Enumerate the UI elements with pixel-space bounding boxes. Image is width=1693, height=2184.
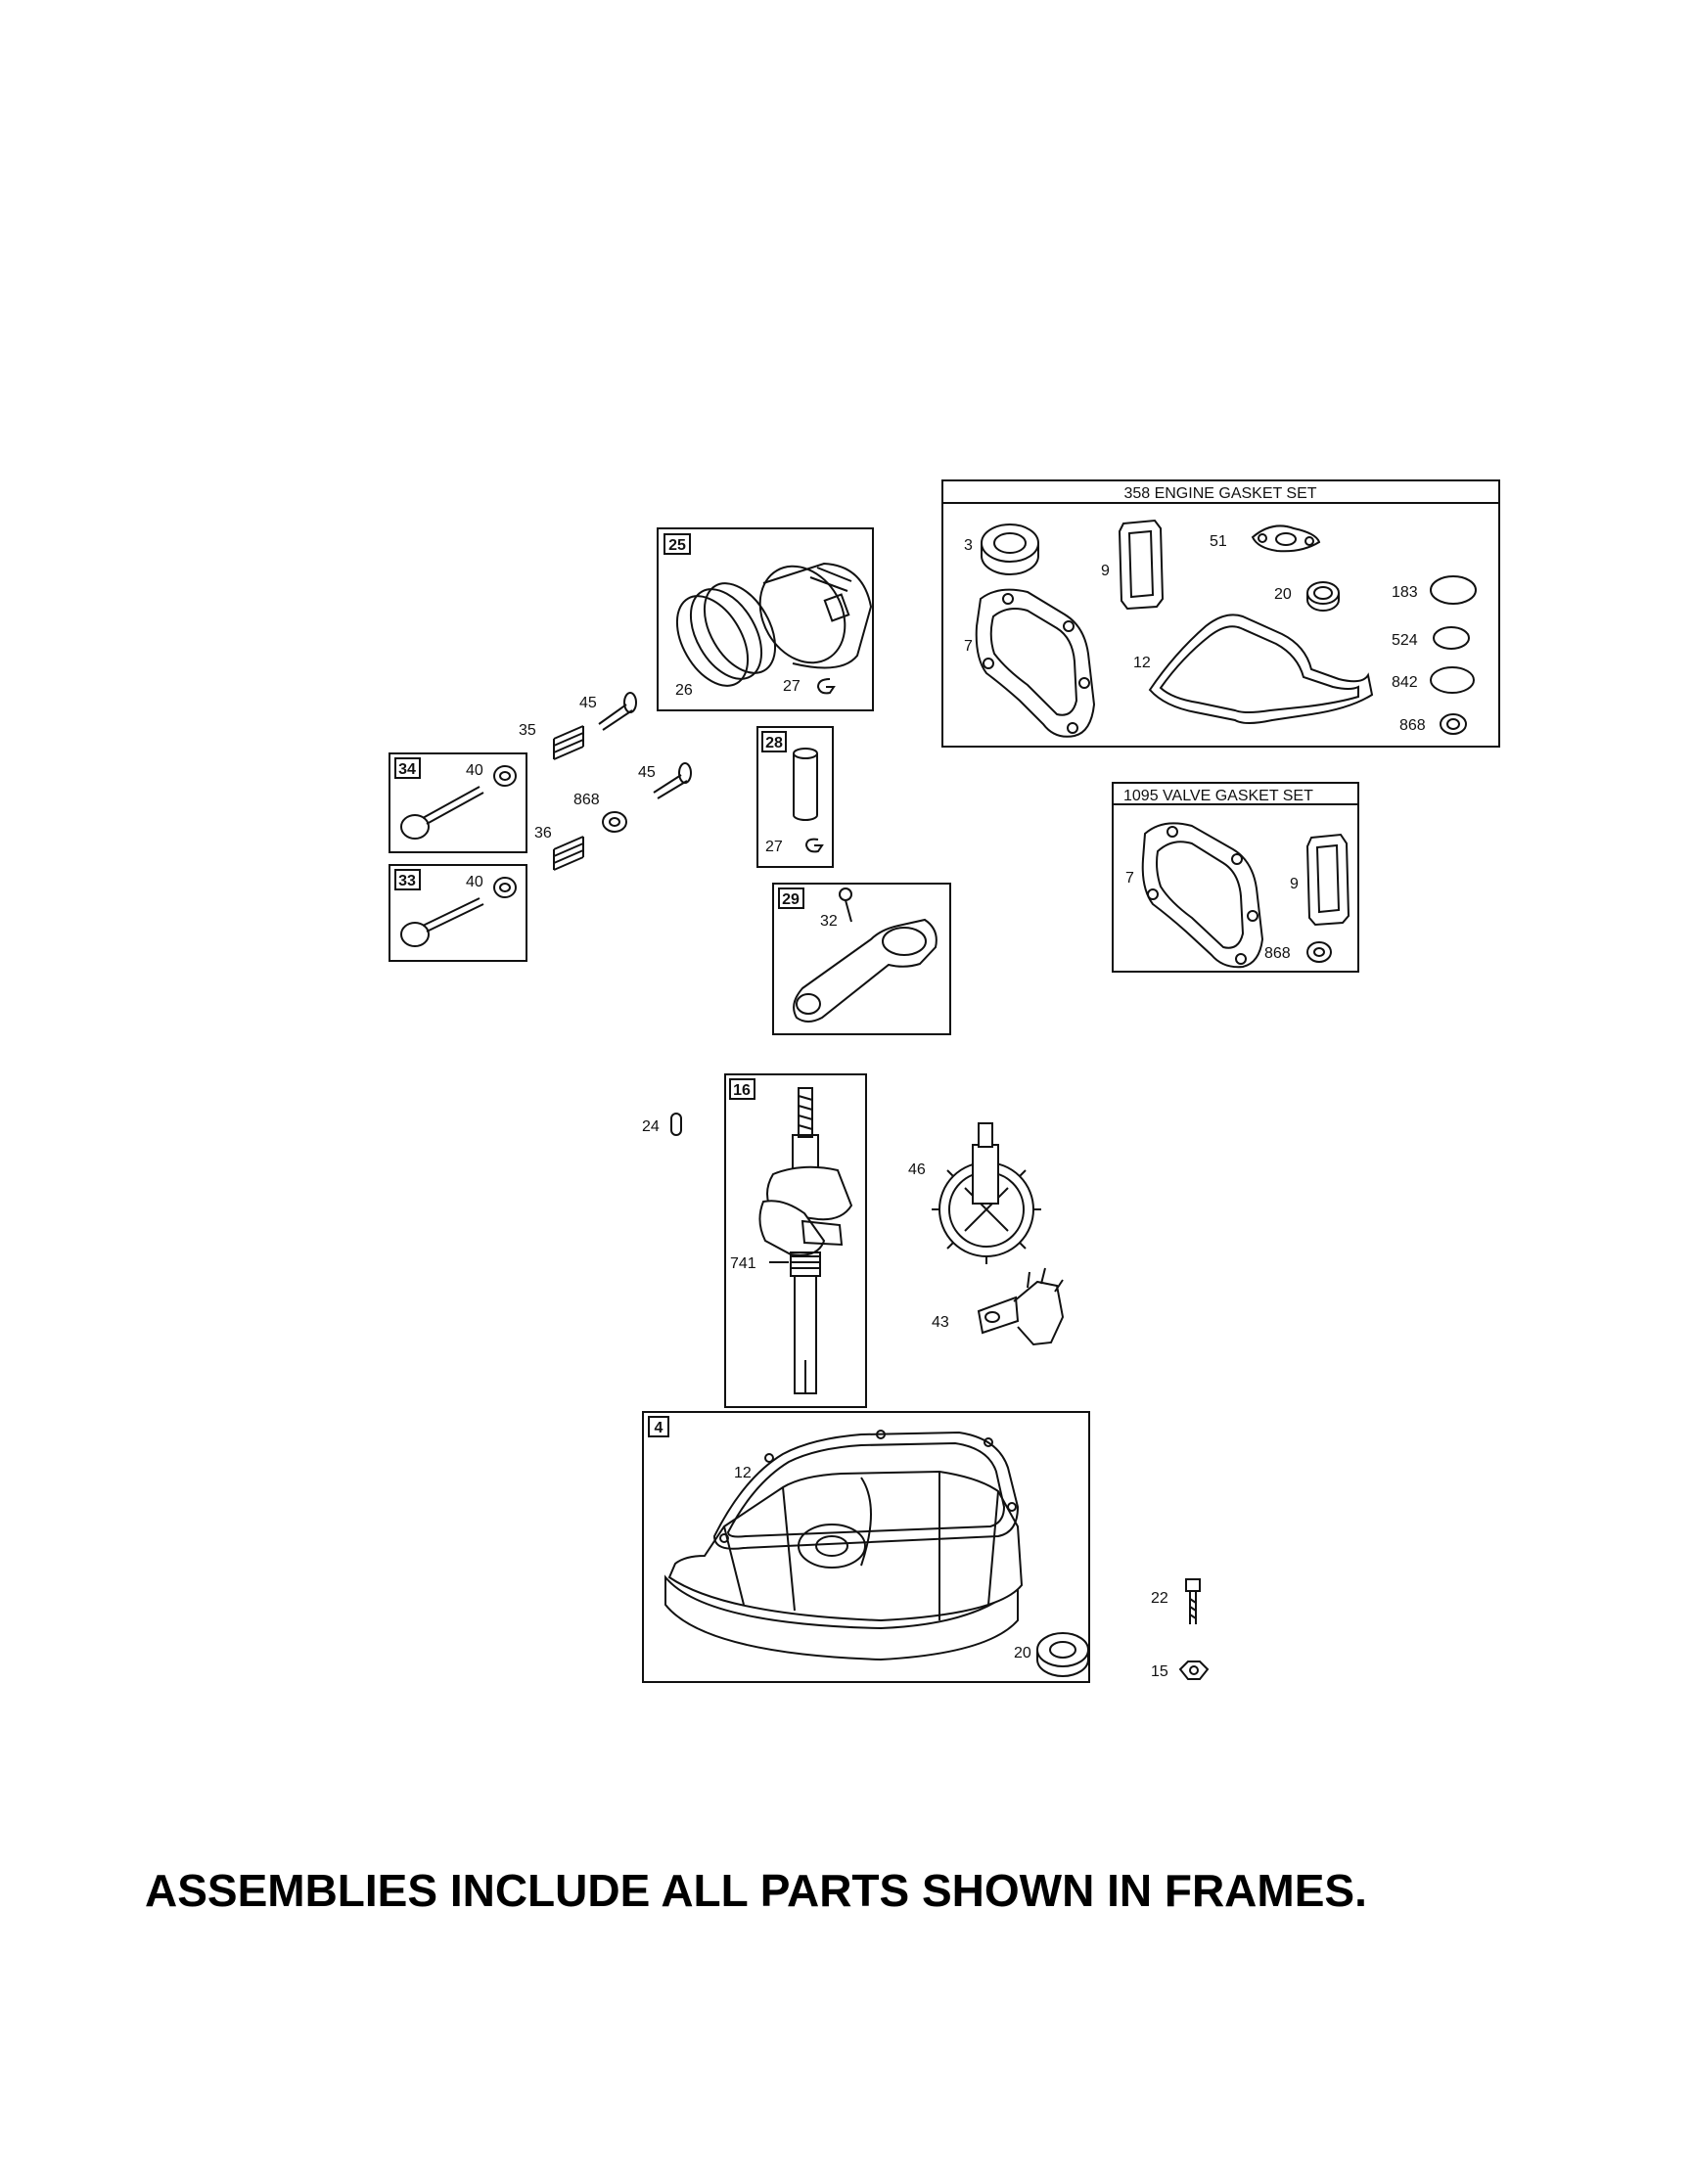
- part-12-sump-gasket: [712, 1430, 1020, 1550]
- label-k20: 20: [1014, 1645, 1031, 1661]
- frame-4-sump-assembly: 4 12 20: [642, 1411, 1090, 1683]
- part-36-valve-spring: [553, 836, 584, 871]
- part-28-wrist-pin: [793, 748, 818, 821]
- frame-358-engine-gasket-set: 358 ENGINE GASKET SET 3 9 51 20: [941, 479, 1500, 748]
- label-45a: 45: [579, 695, 597, 711]
- frame-4-num: 4: [655, 1420, 663, 1436]
- part-45-valve-spring-retainer-a: [598, 692, 637, 731]
- part-7-head-gasket-valve-set: [1141, 822, 1264, 969]
- part-20-oil-seal: [1036, 1632, 1089, 1677]
- part-40-valve-seal-b: [493, 877, 517, 898]
- label-12: 12: [1133, 655, 1151, 671]
- part-183-o-ring: [1430, 575, 1477, 605]
- part-12-crankcase-gasket: [1148, 614, 1374, 724]
- assemblies-note: ASSEMBLIES INCLUDE ALL PARTS SHOWN IN FR…: [145, 1865, 1367, 1916]
- frame-358-title: 358 ENGINE GASKET SET: [1123, 485, 1316, 502]
- frame-25-piston-assembly: 25 26 27: [657, 527, 874, 711]
- part-43-governor: [977, 1267, 1065, 1346]
- frame-28-wrist-pin: 28 27: [756, 726, 834, 868]
- label-v7: 7: [1125, 870, 1134, 887]
- part-4-sump: [664, 1470, 1024, 1661]
- label-35: 35: [519, 722, 536, 739]
- frame-28-num: 28: [765, 735, 783, 751]
- frame-25-num: 25: [668, 537, 686, 554]
- label-40b: 40: [466, 874, 483, 890]
- part-16-crankshaft: [758, 1087, 853, 1394]
- label-15: 15: [1151, 1663, 1168, 1680]
- label-45b: 45: [638, 764, 656, 781]
- label-36: 36: [534, 825, 552, 842]
- label-183: 183: [1392, 584, 1418, 601]
- valve-train-parts: 45 35 45 868 36: [519, 692, 692, 871]
- label-3: 3: [964, 537, 973, 554]
- label-22: 22: [1151, 1590, 1168, 1607]
- frame-33-num: 33: [398, 873, 416, 889]
- frame-29-connecting-rod: 29 32: [772, 883, 951, 1035]
- label-43: 43: [932, 1314, 949, 1331]
- label-9: 9: [1101, 563, 1110, 579]
- frame-34-num: 34: [398, 761, 416, 778]
- part-32-rod-bolt: [839, 887, 852, 923]
- part-33-valve: [400, 897, 484, 947]
- label-26: 26: [675, 682, 693, 699]
- frame-34-exhaust-valve: 34 40: [389, 752, 527, 853]
- part-22-bolt: [1185, 1578, 1201, 1624]
- part-868-valve-seal-loose: [602, 811, 627, 833]
- part-9-gasket-valve-set: [1305, 833, 1350, 927]
- part-842-o-ring: [1430, 666, 1475, 694]
- part-868-valve-seal-valve-set: [1306, 941, 1332, 963]
- label-24: 24: [642, 1118, 660, 1135]
- label-46: 46: [908, 1161, 926, 1178]
- label-40a: 40: [466, 762, 483, 779]
- label-v868: 868: [1264, 945, 1291, 962]
- part-7-head-gasket: [975, 588, 1096, 738]
- label-v9: 9: [1290, 876, 1299, 892]
- label-27: 27: [783, 678, 801, 695]
- frame-33-intake-valve: 33 40: [389, 864, 527, 962]
- label-51: 51: [1210, 533, 1227, 550]
- label-868: 868: [1399, 717, 1426, 734]
- frame-1095-title: 1095 VALVE GASKET SET: [1123, 788, 1313, 804]
- part-524-o-ring: [1433, 626, 1470, 650]
- part-25-piston: [758, 562, 873, 669]
- part-45-valve-spring-retainer-b: [653, 762, 692, 799]
- part-15-nut: [1178, 1661, 1210, 1680]
- label-7: 7: [964, 638, 973, 655]
- label-s868: 868: [573, 792, 600, 808]
- label-k12: 12: [734, 1465, 752, 1481]
- part-24-dowel-pin: [670, 1113, 682, 1136]
- label-524: 524: [1392, 632, 1418, 649]
- part-9-gasket: [1118, 519, 1165, 611]
- frame-16-num: 16: [733, 1082, 751, 1099]
- label-32: 32: [820, 913, 838, 930]
- part-3-oil-seal: [981, 523, 1039, 575]
- part-40-valve-seal-a: [493, 765, 517, 787]
- part-51-gasket: [1251, 524, 1321, 553]
- part-868-valve-seal: [1440, 713, 1467, 735]
- part-27-retainer: [816, 678, 836, 695]
- frame-29-num: 29: [782, 891, 800, 908]
- frame-16-crankshaft: 16 741: [724, 1073, 867, 1408]
- part-26-piston-rings: [675, 582, 777, 687]
- part-35-valve-spring: [553, 725, 584, 760]
- label-20: 20: [1274, 586, 1292, 603]
- label-w27: 27: [765, 839, 783, 855]
- label-741: 741: [730, 1255, 756, 1272]
- part-46-camshaft: [932, 1122, 1041, 1264]
- part-34-valve: [400, 786, 484, 840]
- part-20-seal: [1306, 581, 1340, 612]
- frame-1095-valve-gasket-set: 1095 VALVE GASKET SET 7 9 868: [1112, 782, 1359, 973]
- part-29-connecting-rod: [793, 918, 938, 1023]
- label-842: 842: [1392, 674, 1418, 691]
- part-27-retainer-pin: [804, 838, 824, 853]
